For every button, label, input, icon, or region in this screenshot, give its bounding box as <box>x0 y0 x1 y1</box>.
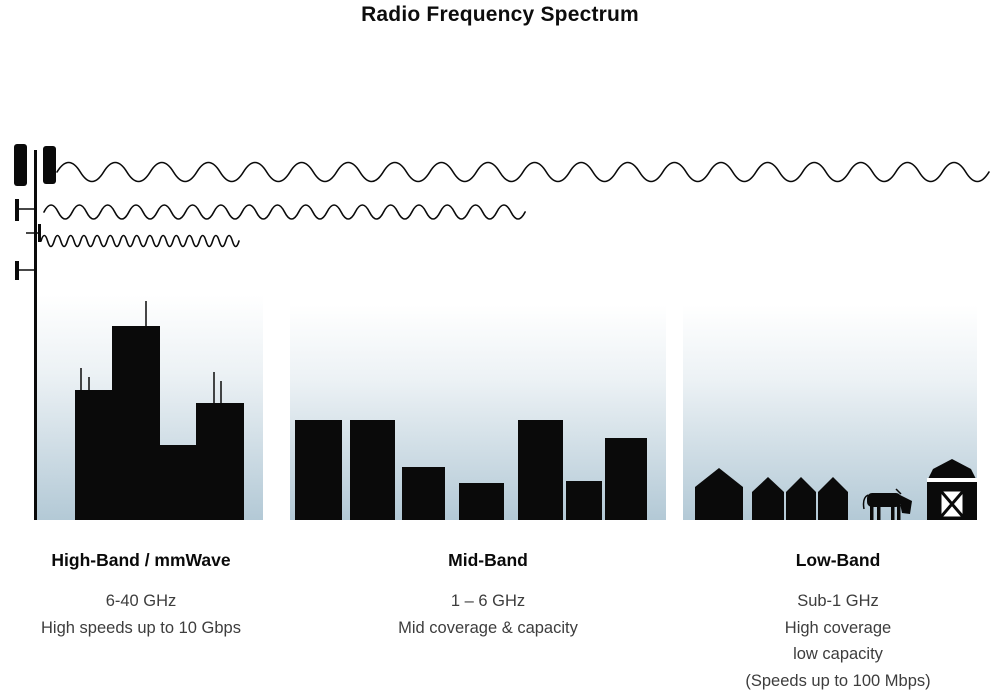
high-band-wave <box>40 234 240 248</box>
house-icon <box>752 477 784 520</box>
band-label-mid: Mid-Band <box>448 550 528 570</box>
cell-tower-icon <box>14 144 56 520</box>
band-description-low-2: low capacity <box>793 645 883 663</box>
spectrum-illustration <box>14 144 990 520</box>
house-icon <box>786 477 816 520</box>
house-icon <box>695 468 743 520</box>
band-frequency-mid: 1 – 6 GHz <box>450 592 526 610</box>
mid-band-label-block: Mid-Band 1 – 6 GHz Mid coverage & capaci… <box>338 550 638 641</box>
band-description-low-3: (Speeds up to 100 Mbps) <box>745 671 931 690</box>
high-band-label-block: High-Band / mmWave 6-40 GHz High speeds … <box>16 550 266 641</box>
band-description-mid: Mid coverage & capacity <box>398 618 578 637</box>
barn-icon <box>927 459 977 520</box>
low-band-label-block: Low-Band Sub-1 GHz High coverage low cap… <box>688 550 988 694</box>
band-description-high: High speeds up to 10 Gbps <box>41 618 241 637</box>
house-icon <box>818 477 848 520</box>
rural-scene-icon <box>695 459 977 520</box>
low-band-wave <box>56 161 990 183</box>
cow-icon <box>862 488 912 520</box>
diagram-title: Radio Frequency Spectrum <box>361 3 639 26</box>
band-frequency-low: Sub-1 GHz <box>797 592 879 610</box>
band-label-high: High-Band / mmWave <box>51 550 231 570</box>
band-description-low-1: High coverage <box>784 618 892 637</box>
band-label-low: Low-Band <box>795 550 881 570</box>
city-skyline-icon <box>75 301 244 520</box>
mid-band-wave <box>43 204 526 220</box>
mid-rise-buildings-icon <box>295 420 647 520</box>
band-frequency-high: 6-40 GHz <box>105 592 177 610</box>
